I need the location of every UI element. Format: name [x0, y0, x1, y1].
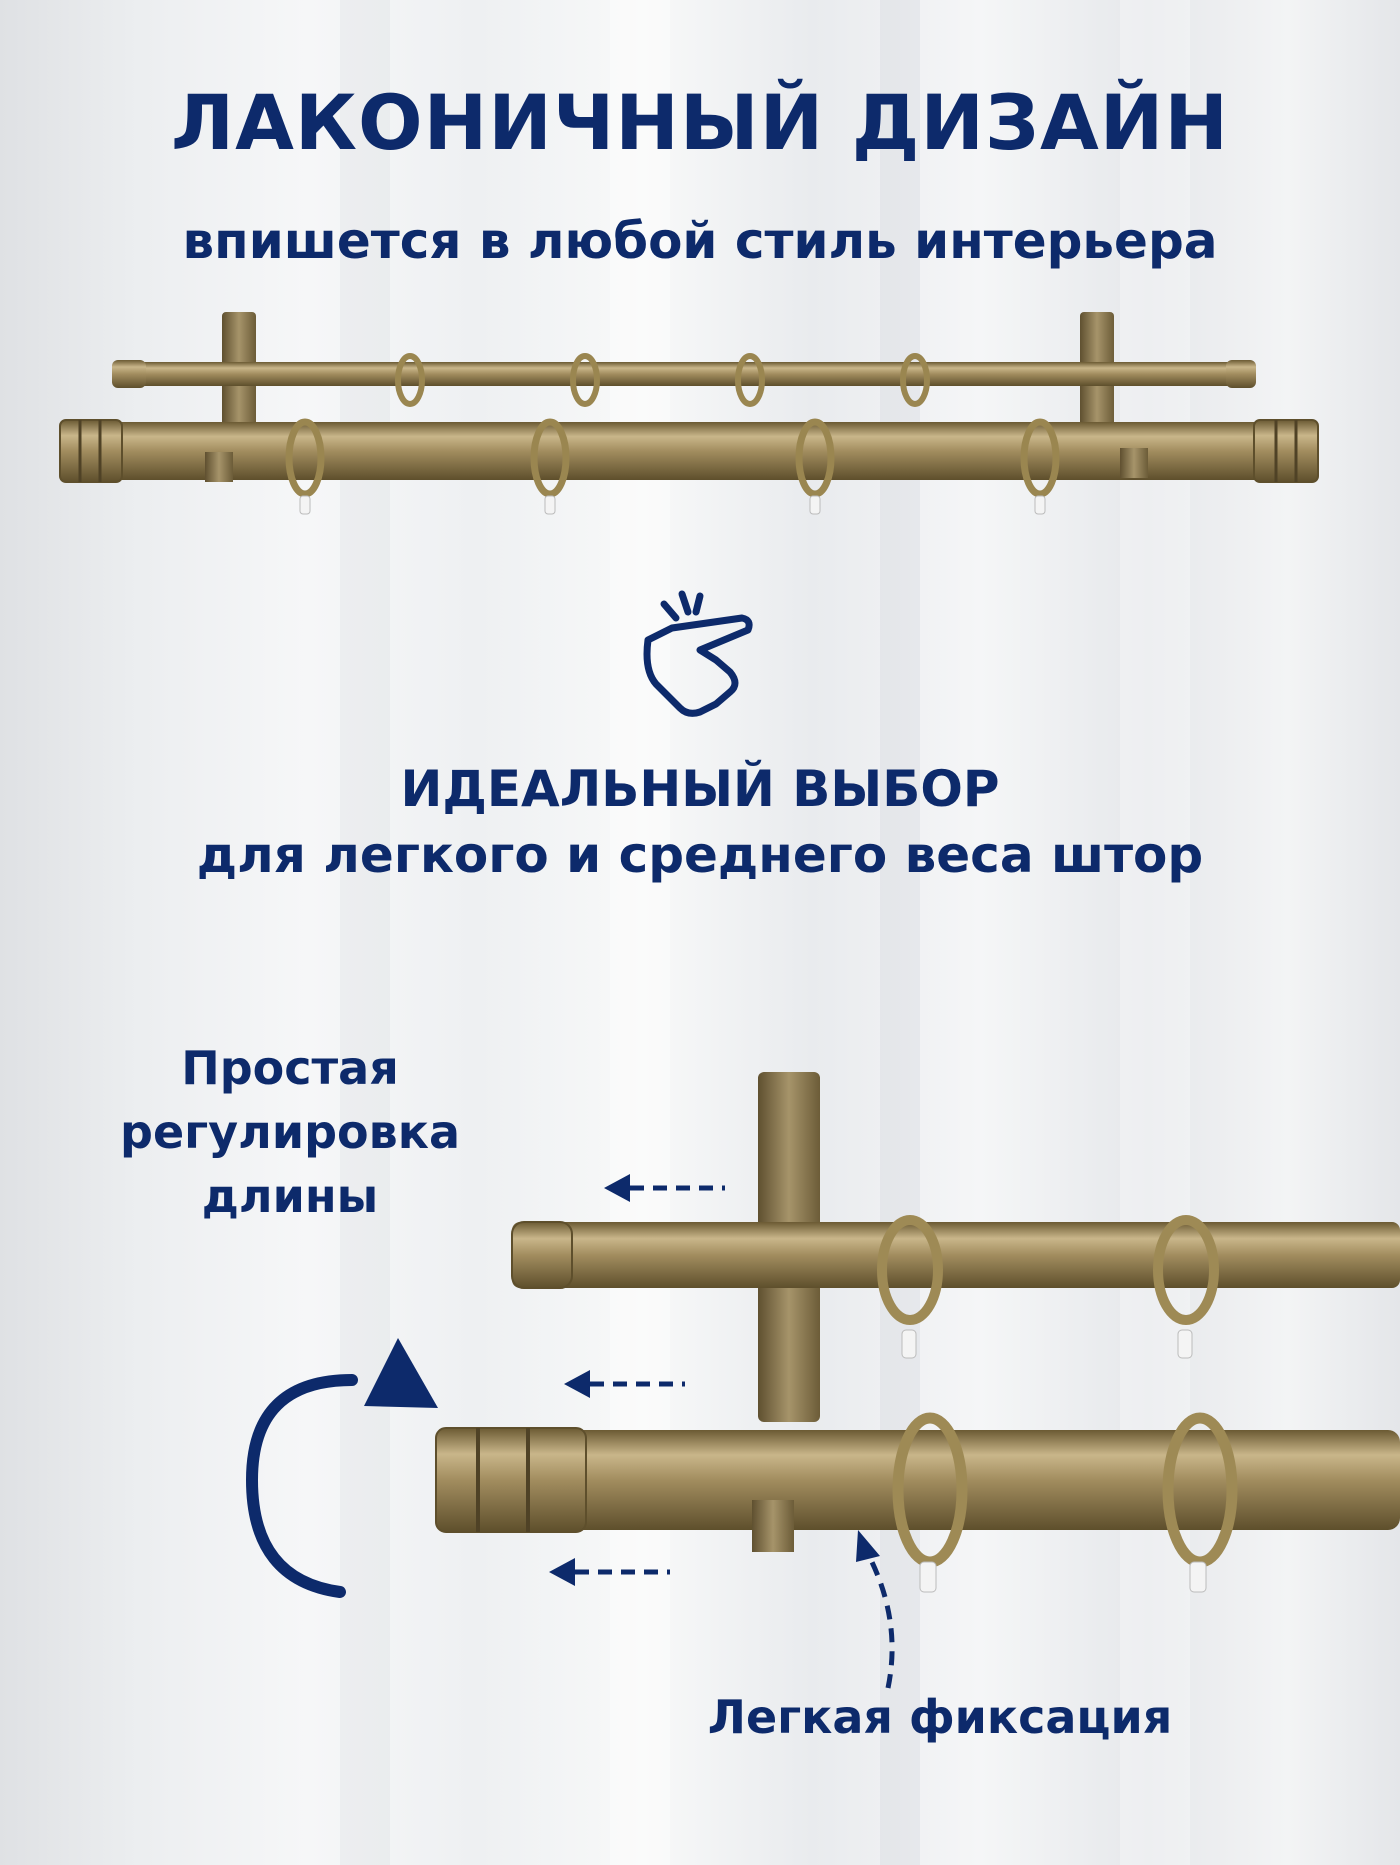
- rod-end-cap: [511, 1221, 573, 1289]
- feature-adjust-line: регулировка: [120, 1105, 460, 1159]
- rod-closeup: [435, 1072, 1400, 1593]
- feature-adjust-line: Простая: [181, 1041, 399, 1095]
- upper-rod: [112, 362, 1242, 386]
- upper-rings: [395, 353, 930, 407]
- fixing-clip: [1120, 448, 1148, 478]
- headline-subtitle: впишется в любой стиль интерьера: [182, 212, 1218, 270]
- lower-rod-closeup: [436, 1430, 1400, 1530]
- rotate-arrow-icon: [245, 1338, 438, 1598]
- lower-rod: [60, 422, 1318, 480]
- double-rod-overview: [59, 312, 1319, 515]
- feature-adjust-label: Простая регулировка длины: [60, 1036, 520, 1228]
- pointing-hand-icon: [643, 590, 753, 717]
- headline-title: ЛАКОНИЧНЫЙ ДИЗАЙН: [170, 78, 1230, 167]
- choice-subtitle: для легкого и среднего веса штор: [196, 826, 1204, 884]
- feature-adjust-line: длины: [201, 1169, 379, 1223]
- choice-title: ИДЕАЛЬНЫЙ ВЫБОР: [400, 760, 1000, 818]
- curtain-fold: [610, 0, 670, 1865]
- rod-end-cap: [1226, 360, 1256, 388]
- dashed-arrow-left-icon: [549, 1174, 725, 1586]
- feature-fix-label: Легкая фиксация: [707, 1690, 1173, 1744]
- curtain-fold: [1120, 0, 1190, 1865]
- rod-finial: [1253, 419, 1319, 483]
- upper-rings-closeup: [877, 1215, 1219, 1325]
- fixing-clip: [205, 452, 233, 482]
- curtain-hooks-closeup: [901, 1329, 1207, 1593]
- lower-rings: [285, 418, 1060, 498]
- rod-end-cap: [112, 360, 146, 388]
- fixation-arrow-icon: [856, 1530, 895, 1689]
- rod-finial: [59, 419, 123, 483]
- rod-finial-closeup: [435, 1427, 587, 1533]
- upper-rod-closeup: [512, 1222, 1400, 1288]
- fixing-clip-closeup: [752, 1500, 794, 1552]
- curtain-fold: [340, 0, 390, 1865]
- curtain-hooks: [299, 495, 1046, 515]
